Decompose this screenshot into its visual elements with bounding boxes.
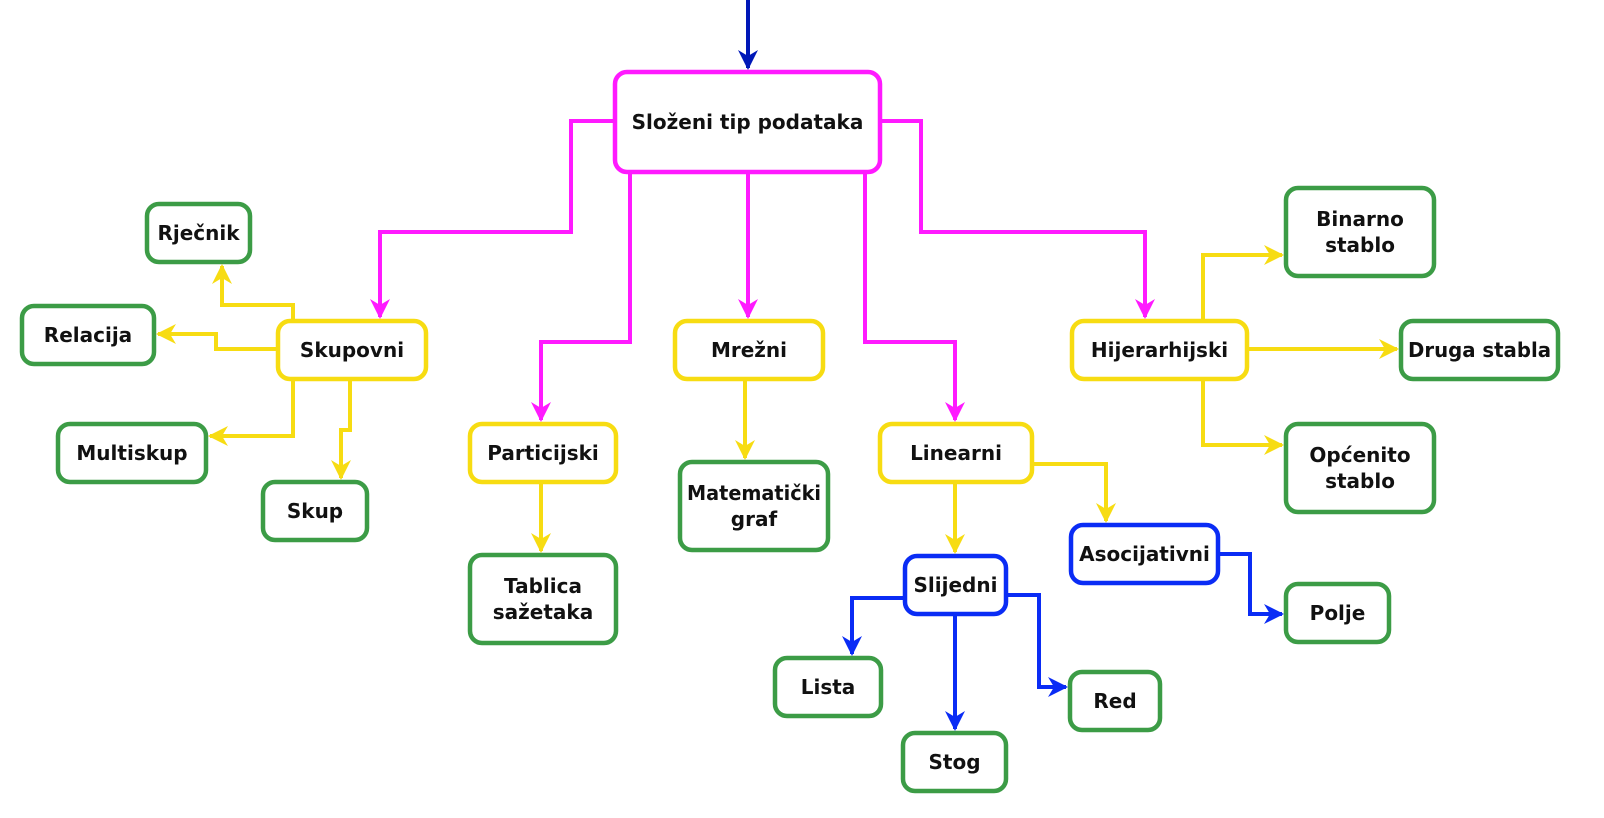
node-root: Složeni tip podataka: [612, 69, 883, 175]
edge-root-to-skupovni: [370, 119, 615, 319]
node-opcenito-label: stablo: [1325, 469, 1395, 493]
edge-slijedni-to-lista: [842, 596, 905, 656]
node-druga-box: [1398, 318, 1561, 382]
node-asocijativni-label: Asocijativni: [1079, 542, 1210, 566]
node-relacija-box: [19, 303, 157, 367]
node-skup-box: [260, 479, 370, 543]
node-matematicki-label: Matematički: [687, 481, 821, 505]
edge-root-to-linearni: [863, 172, 965, 422]
node-asocijativni: Asocijativni: [1068, 522, 1221, 586]
node-opcenito-label: Općenito: [1309, 443, 1410, 467]
node-druga: Druga stabla: [1398, 318, 1561, 382]
node-tablica-label: sažetaka: [493, 600, 593, 624]
node-tablica-box: [467, 552, 619, 646]
node-layer: Složeni tip podatakaSkupovniParticijskiM…: [19, 69, 1561, 794]
edge-asocijativni-to-polje: [1218, 552, 1284, 624]
edge-skupovni-to-relacija: [156, 324, 278, 351]
node-rjecnik: Rječnik: [144, 201, 253, 265]
node-polje: Polje: [1283, 581, 1392, 645]
node-relacija: Relacija: [19, 303, 157, 367]
node-multiskup-label: Multiskup: [76, 441, 187, 465]
node-asocijativni-box: [1068, 522, 1221, 586]
node-stog: Stog: [900, 730, 1009, 794]
node-lista: Lista: [772, 655, 884, 719]
node-hijerarhijski-box: [1069, 318, 1250, 382]
node-mrezni: Mrežni: [672, 318, 826, 382]
edge-skupovni-to-multiskup: [208, 379, 295, 446]
node-skupovni: Skupovni: [275, 318, 429, 382]
node-red-box: [1067, 669, 1163, 733]
node-binarno-box: [1283, 185, 1437, 279]
node-multiskup-box: [55, 421, 209, 485]
node-slijedni: Slijedni: [902, 553, 1009, 617]
node-skup-label: Skup: [287, 499, 343, 523]
node-skupovni-label: Skupovni: [300, 338, 404, 362]
node-matematicki-label: graf: [731, 507, 778, 531]
node-particijski: Particijski: [467, 421, 619, 485]
node-slijedni-box: [902, 553, 1009, 617]
node-linearni: Linearni: [877, 421, 1035, 485]
node-binarno-label: Binarno: [1316, 207, 1404, 231]
node-tablica-label: Tablica: [504, 574, 582, 598]
node-relacija-label: Relacija: [44, 323, 132, 347]
node-red-label: Red: [1093, 689, 1136, 713]
node-polje-box: [1283, 581, 1392, 645]
node-red: Red: [1067, 669, 1163, 733]
node-stog-label: Stog: [928, 750, 980, 774]
edge-skupovni-to-skup: [331, 379, 352, 480]
node-skup: Skup: [260, 479, 370, 543]
node-druga-label: Druga stabla: [1408, 338, 1551, 362]
node-opcenito-box: [1283, 421, 1437, 515]
edge-root-to-hijerarhijski: [880, 119, 1155, 319]
node-lista-box: [772, 655, 884, 719]
node-mrezni-box: [672, 318, 826, 382]
node-stog-box: [900, 730, 1009, 794]
node-particijski-label: Particijski: [487, 441, 599, 465]
node-hijerarhijski-label: Hijerarhijski: [1091, 338, 1228, 362]
node-root-label: Složeni tip podataka: [632, 110, 864, 134]
edge-skupovni-to-rjecnik: [212, 264, 295, 321]
edge-linearni-to-asocijativni: [1032, 462, 1116, 523]
edge-slijedni-to-red: [1006, 593, 1068, 697]
node-binarno-label: stablo: [1325, 233, 1395, 257]
node-hijerarhijski: Hijerarhijski: [1069, 318, 1250, 382]
node-matematicki-box: [677, 459, 831, 553]
edge-layer: [156, 0, 1399, 731]
edge-hijerarhijski-to-binarno: [1201, 245, 1284, 321]
node-rjecnik-box: [144, 201, 253, 265]
edge-hijerarhijski-to-opcenito: [1201, 379, 1284, 455]
node-slijedni-label: Slijedni: [914, 573, 998, 597]
node-polje-label: Polje: [1310, 601, 1366, 625]
node-root-box: [612, 69, 883, 175]
node-lista-label: Lista: [801, 675, 856, 699]
edge-root-to-particijski: [531, 172, 632, 422]
node-multiskup: Multiskup: [55, 421, 209, 485]
node-linearni-box: [877, 421, 1035, 485]
node-skupovni-box: [275, 318, 429, 382]
node-particijski-box: [467, 421, 619, 485]
node-linearni-label: Linearni: [910, 441, 1002, 465]
node-rjecnik-label: Rječnik: [157, 221, 240, 245]
node-mrezni-label: Mrežni: [711, 338, 787, 362]
